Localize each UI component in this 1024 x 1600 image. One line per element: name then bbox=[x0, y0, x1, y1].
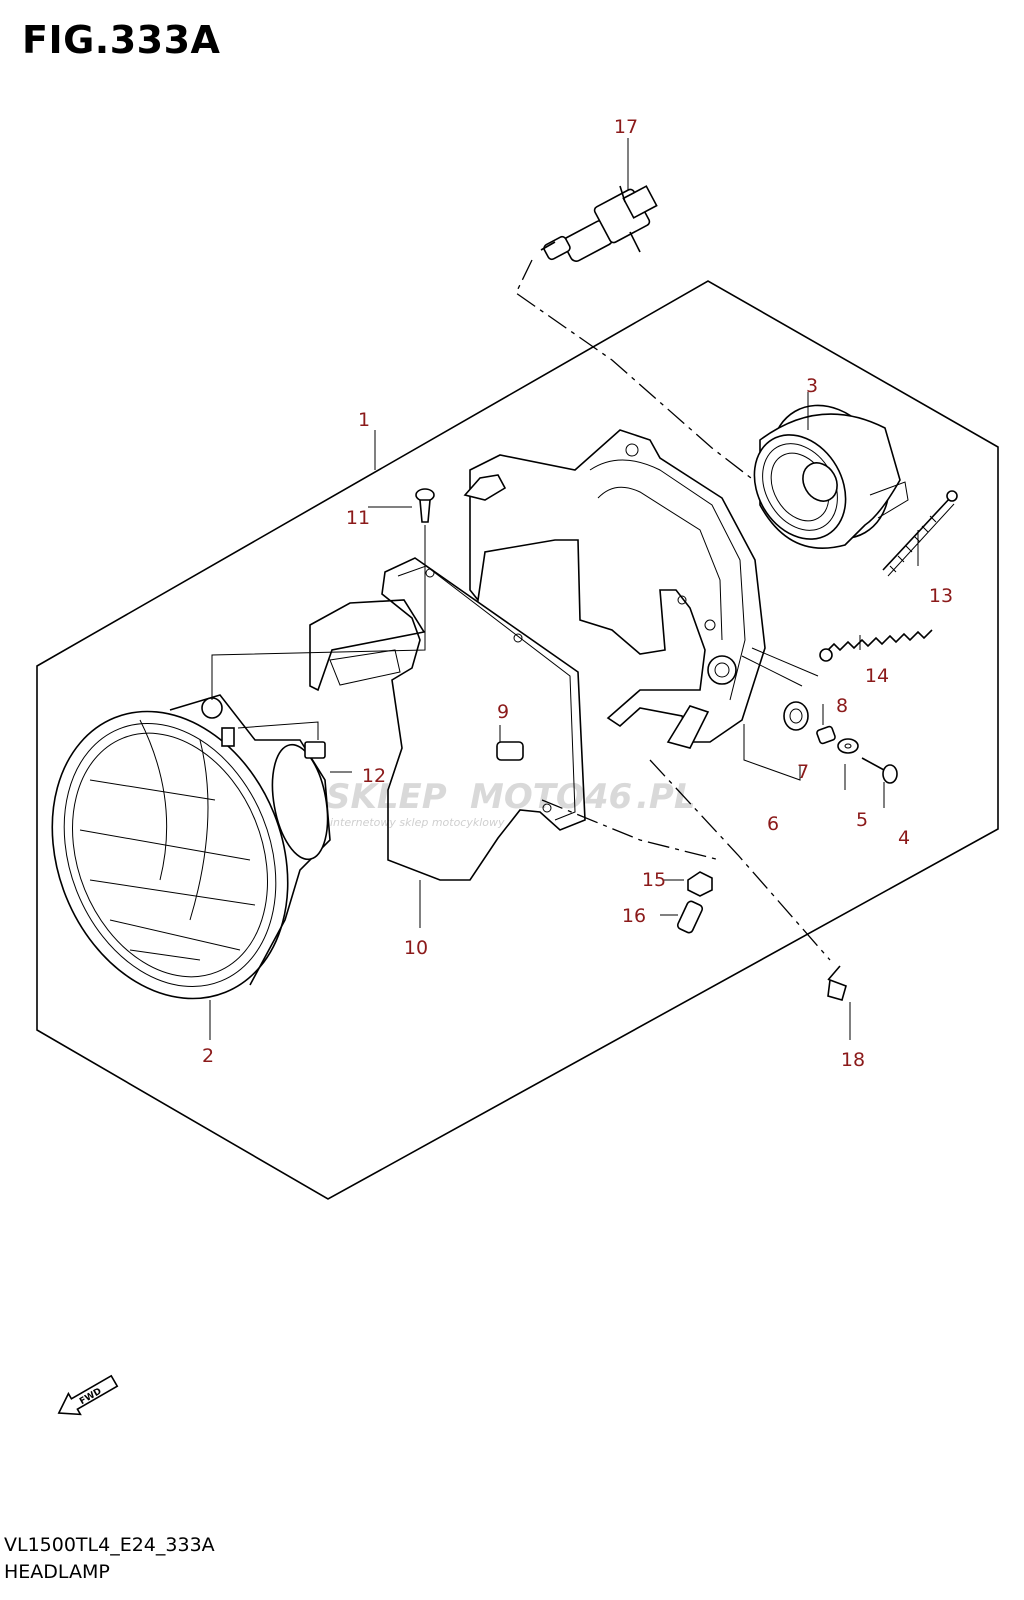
callout-13: 13 bbox=[929, 585, 953, 607]
screw-11 bbox=[415, 488, 435, 523]
watermark-brand-b: MOTO46 bbox=[470, 777, 632, 817]
callout-14: 14 bbox=[865, 665, 889, 687]
callout-11: 11 bbox=[346, 507, 370, 529]
watermark-tagline: internetowy sklep motocyklowy bbox=[330, 816, 505, 829]
bolt-4 bbox=[861, 757, 898, 784]
watermark-brand-c: .PL bbox=[636, 777, 696, 817]
collar-8 bbox=[816, 725, 836, 745]
callout-1: 1 bbox=[358, 409, 370, 431]
callout-2: 2 bbox=[202, 1045, 214, 1067]
adjust-bolt-13 bbox=[882, 490, 958, 577]
assembly-outline bbox=[36, 280, 999, 1200]
callout-6: 6 bbox=[767, 813, 779, 835]
callout-7: 7 bbox=[797, 761, 809, 783]
callout-labels: 1 2 3 4 5 6 7 8 9 10 11 12 13 14 15 16 1… bbox=[202, 116, 953, 1071]
callout-18: 18 bbox=[841, 1049, 865, 1071]
headlamp-housing-mount bbox=[463, 429, 766, 749]
watermark: SKLEP MOTO46 .PL internetowy sklep motoc… bbox=[326, 777, 696, 829]
callout-9: 9 bbox=[497, 701, 509, 723]
callout-16: 16 bbox=[622, 905, 646, 927]
callout-12: 12 bbox=[362, 765, 386, 787]
model-code: VL1500TL4_E24_333A bbox=[4, 1534, 215, 1556]
bulb-part bbox=[540, 185, 658, 262]
headlamp-unit-part bbox=[51, 694, 331, 1000]
headlamp-bracket-part bbox=[309, 557, 586, 881]
callout-17: 17 bbox=[614, 116, 638, 138]
watermark-brand-a: SKLEP bbox=[326, 777, 447, 817]
callout-4: 4 bbox=[898, 827, 910, 849]
callout-5: 5 bbox=[856, 809, 868, 831]
callout-15: 15 bbox=[642, 869, 666, 891]
callout-10: 10 bbox=[404, 937, 428, 959]
forward-direction-marker: FWD bbox=[57, 1374, 119, 1416]
grommet-7 bbox=[783, 701, 809, 731]
nut-12 bbox=[304, 741, 326, 759]
washer-5 bbox=[837, 738, 859, 754]
callout-8: 8 bbox=[836, 695, 848, 717]
spacer-16 bbox=[676, 900, 704, 934]
figure-name: HEADLAMP bbox=[4, 1561, 110, 1583]
callout-3: 3 bbox=[806, 375, 818, 397]
figure-title: FIG.333A bbox=[22, 18, 221, 62]
nut-15 bbox=[687, 871, 713, 897]
socket-cover-part bbox=[753, 404, 909, 549]
grommet-9 bbox=[496, 741, 524, 761]
screw-18 bbox=[827, 965, 847, 1001]
spring-14 bbox=[819, 629, 933, 662]
